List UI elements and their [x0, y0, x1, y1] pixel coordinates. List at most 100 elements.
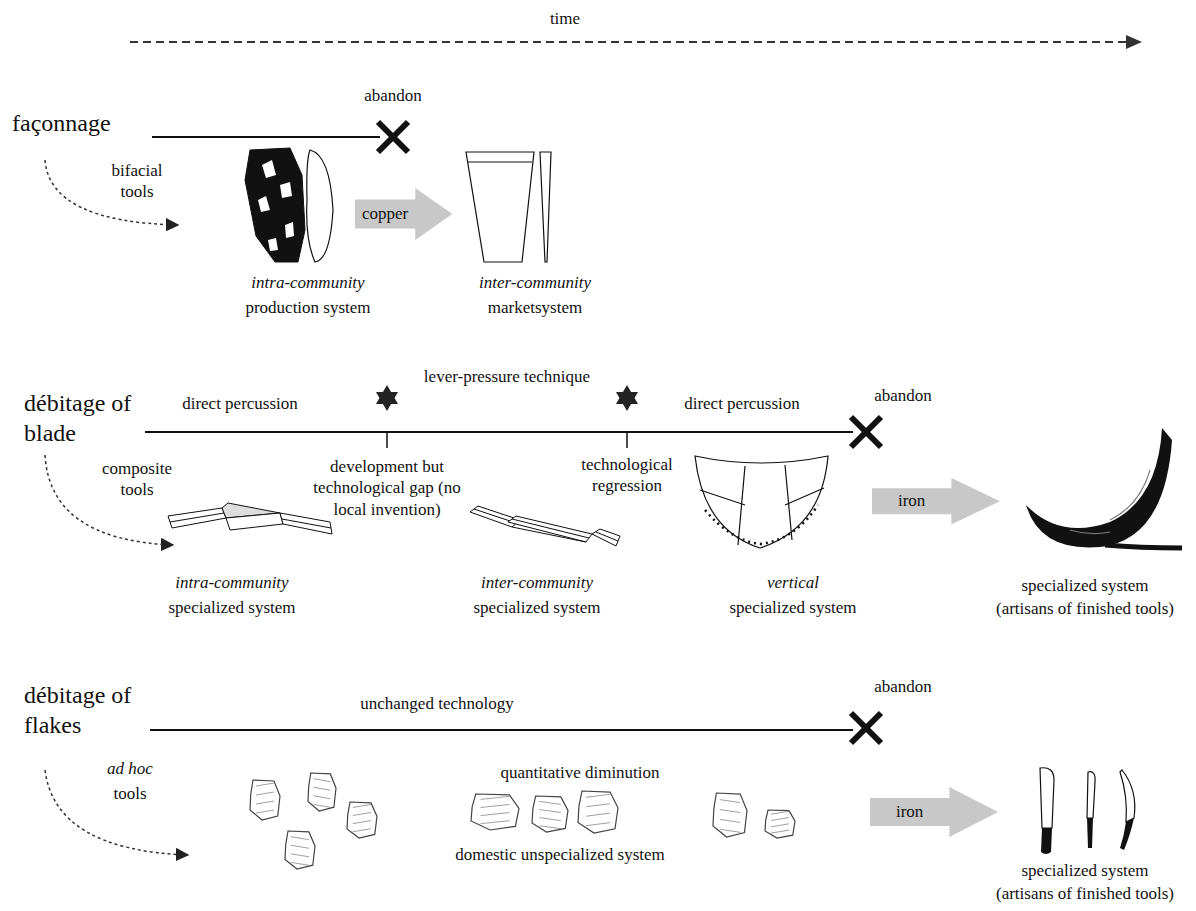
flake	[471, 794, 519, 830]
timeline	[378, 122, 408, 152]
time-axis	[1126, 35, 1142, 49]
flake-ridge	[291, 845, 309, 848]
flake-ridge	[539, 810, 561, 813]
arrow-body: copper	[355, 188, 415, 240]
text-label: development but technological gap (no lo…	[302, 456, 472, 520]
bifacial-axe	[285, 222, 294, 238]
dashed-arrow	[45, 770, 188, 855]
text-label: inter-community	[450, 272, 620, 293]
text-label: (artisans of finished tools)	[965, 883, 1196, 904]
text-label: quantitative diminution	[470, 762, 690, 783]
iron-knives	[1040, 768, 1135, 854]
flake-ridge	[539, 826, 561, 829]
timeline	[378, 122, 408, 152]
composite-sickle	[695, 456, 828, 548]
flake-ridge	[586, 804, 610, 807]
text-label: abandon	[858, 676, 948, 697]
blade-segments	[168, 503, 332, 534]
text-label: domestic unspecialized system	[425, 844, 695, 865]
process-arrow: iron	[872, 478, 1000, 524]
blade-segments	[168, 508, 226, 528]
star-symbol	[376, 385, 638, 411]
flake-ridge	[256, 792, 274, 795]
pressure-blades	[470, 506, 520, 527]
iron-sickle	[1105, 545, 1182, 548]
timeline	[851, 713, 881, 743]
text-label: lever-pressure technique	[422, 366, 592, 387]
dashed-arrow	[45, 160, 178, 225]
iron-sickle	[1110, 470, 1150, 520]
flake-ridge	[314, 804, 331, 807]
row-title: débitage of flakes	[24, 680, 136, 740]
composite-sickle	[695, 456, 828, 548]
time-axis	[130, 41, 1128, 43]
flake-ridge	[481, 805, 510, 808]
text-label: unchanged technology	[327, 693, 547, 714]
text-label: vertical	[738, 572, 848, 593]
flake-ridge	[771, 830, 789, 833]
flake-ridge	[539, 818, 561, 821]
arrow-shape	[355, 188, 452, 240]
text-label: specialized system	[985, 860, 1185, 881]
flake-ridge	[586, 813, 610, 816]
flake-ridge	[720, 819, 740, 822]
composite-sickle	[785, 488, 824, 505]
flake-ridge	[720, 810, 740, 813]
timeline	[145, 417, 881, 448]
arrow-shape	[870, 787, 998, 837]
arrow-label: copper	[362, 204, 408, 224]
flake	[347, 802, 377, 838]
blade-segments	[280, 513, 332, 534]
flake-ridge	[353, 821, 371, 824]
flake	[285, 831, 315, 869]
flake	[532, 796, 568, 832]
row-title: façonnage	[12, 108, 152, 138]
flake-ridge	[353, 813, 371, 816]
process-arrow: iron	[870, 787, 998, 837]
flake-ridge	[353, 829, 371, 832]
bifacial-axe	[258, 196, 270, 212]
flake-tools	[250, 773, 795, 869]
flake-ridge	[720, 800, 740, 803]
flake-ridge	[314, 796, 331, 799]
text-label: specialized system	[703, 597, 883, 618]
row-title: débitage of blade	[24, 388, 136, 448]
text-label: composite tools	[95, 458, 179, 501]
timeline	[626, 432, 628, 448]
timeline	[851, 417, 881, 447]
flake	[578, 791, 618, 833]
composite-sickle	[738, 466, 745, 545]
flake-ridge	[720, 829, 740, 832]
arrow-label: iron	[896, 802, 923, 822]
time-axis	[130, 35, 1142, 49]
flake-ridge	[586, 823, 610, 826]
text-label: (artisans of finished tools)	[965, 598, 1196, 619]
star-symbol	[616, 392, 638, 411]
pressure-blades	[592, 529, 620, 546]
iron-sickle	[1026, 428, 1172, 547]
arrow-shape	[872, 478, 1000, 524]
flake-ridge	[256, 810, 274, 813]
flake-ridge	[256, 801, 274, 804]
text-label: ad hoc	[95, 758, 165, 779]
blade-segments	[282, 519, 331, 528]
pressure-blades	[596, 532, 618, 541]
text-label: specialized system	[985, 575, 1185, 596]
text-label: direct percussion	[652, 393, 832, 414]
flake-ridge	[586, 794, 610, 797]
flake-ridge	[539, 801, 561, 804]
composite-sickle	[700, 490, 745, 505]
bifacial-axe	[307, 150, 333, 262]
timeline	[851, 713, 881, 743]
flake-ridge	[291, 854, 309, 857]
pressure-blades	[470, 506, 620, 546]
bifacial-axe	[245, 148, 305, 262]
iron-sickle	[1026, 428, 1182, 548]
flake-ridge	[481, 796, 510, 799]
timeline	[150, 713, 881, 743]
pressure-blades	[508, 516, 592, 542]
blade-segments	[226, 513, 283, 530]
text-label: specialized system	[447, 597, 627, 618]
flake	[250, 780, 280, 820]
